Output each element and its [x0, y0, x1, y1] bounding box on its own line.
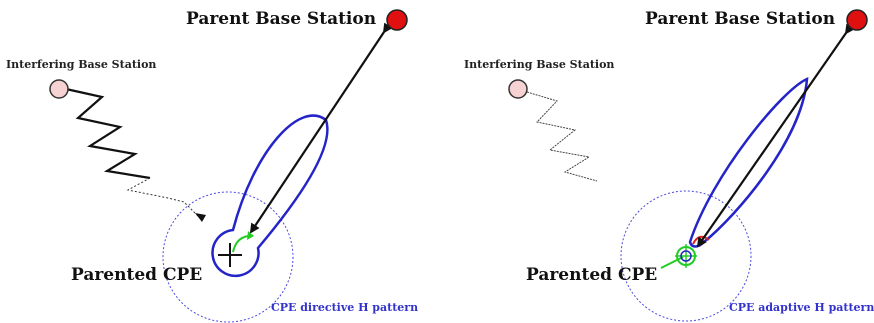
parent-base-station-icon: [386, 9, 408, 31]
interference-zigzag-dotted: [126, 177, 201, 219]
interference-zigzag-solid: [65, 87, 151, 180]
parent-base-station-label: Parent Base Station: [645, 9, 836, 29]
interfering-base-station-icon: [508, 79, 528, 99]
coverage-circle: [620, 190, 752, 322]
cpe-center-icon: [680, 250, 692, 262]
right-panel: Parent Base Station Interfering Base Sta…: [437, 0, 874, 323]
parented-cpe-label: Parented CPE: [71, 265, 203, 285]
parent-base-station-icon: [846, 9, 868, 31]
pattern-label: CPE adaptive H pattern: [729, 301, 874, 314]
interference-arrow-head: [195, 213, 206, 222]
parent-to-cpe-link: [696, 23, 855, 248]
parent-to-cpe-link: [249, 22, 393, 234]
left-panel: Parent Base Station Interfering Base Sta…: [6, 9, 419, 323]
interfering-base-station-icon: [49, 79, 69, 99]
left-diagram: [49, 9, 408, 323]
parent-base-station-label: Parent Base Station: [186, 9, 377, 29]
interfering-base-station-label: Interfering Base Station: [464, 58, 615, 71]
pattern-label: CPE directive H pattern: [271, 301, 419, 314]
interference-zigzag: [526, 91, 598, 182]
parented-cpe-label: Parented CPE: [526, 265, 658, 285]
cpe-green-steer-line: [660, 256, 684, 269]
right-diagram: [508, 9, 868, 322]
steer-arrow: [232, 235, 249, 253]
steer-arrow-head: [247, 231, 254, 240]
interfering-base-station-label: Interfering Base Station: [6, 58, 157, 71]
coverage-circle: [162, 191, 294, 323]
adaptive-beam-pattern: [688, 77, 809, 248]
